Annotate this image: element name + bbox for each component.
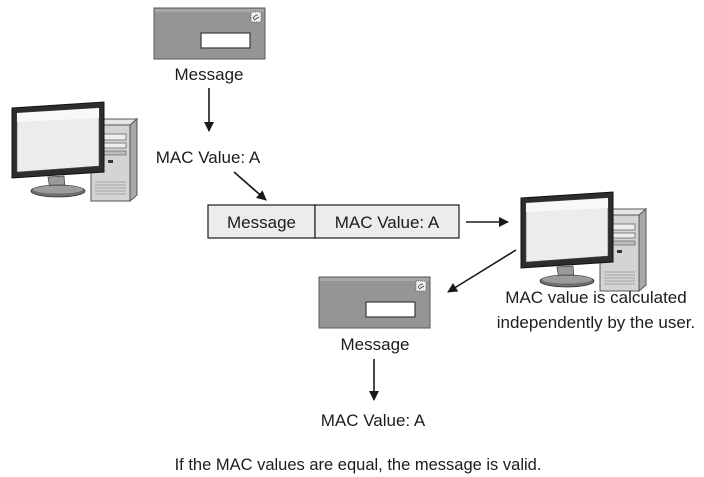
receiver-caption-line2: independently by the user. [497, 313, 695, 332]
message-label-top: Message [175, 65, 244, 84]
message-label-bottom: Message [341, 335, 410, 354]
arrow-icon-mac-to-packet [233, 171, 267, 201]
mac-value-top: MAC Value: A [156, 148, 261, 167]
packet-mac-cell [314, 204, 460, 239]
packet-mac-label: MAC Value: A [335, 213, 440, 232]
packet-message-label: Message [227, 213, 296, 232]
arrow-icon-receiver-to-message [447, 249, 517, 293]
receiver-computer [520, 191, 647, 292]
message-packet: Message MAC Value: A [207, 204, 460, 239]
mac-value-bottom: MAC Value: A [321, 411, 426, 430]
conclusion-text: If the MAC values are equal, the message… [175, 456, 542, 474]
receiver-caption-line1: MAC value is calculated [505, 288, 686, 307]
envelope-icon-top [153, 7, 266, 60]
sender-computer [11, 101, 138, 202]
envelope-icon-bottom [318, 276, 431, 329]
